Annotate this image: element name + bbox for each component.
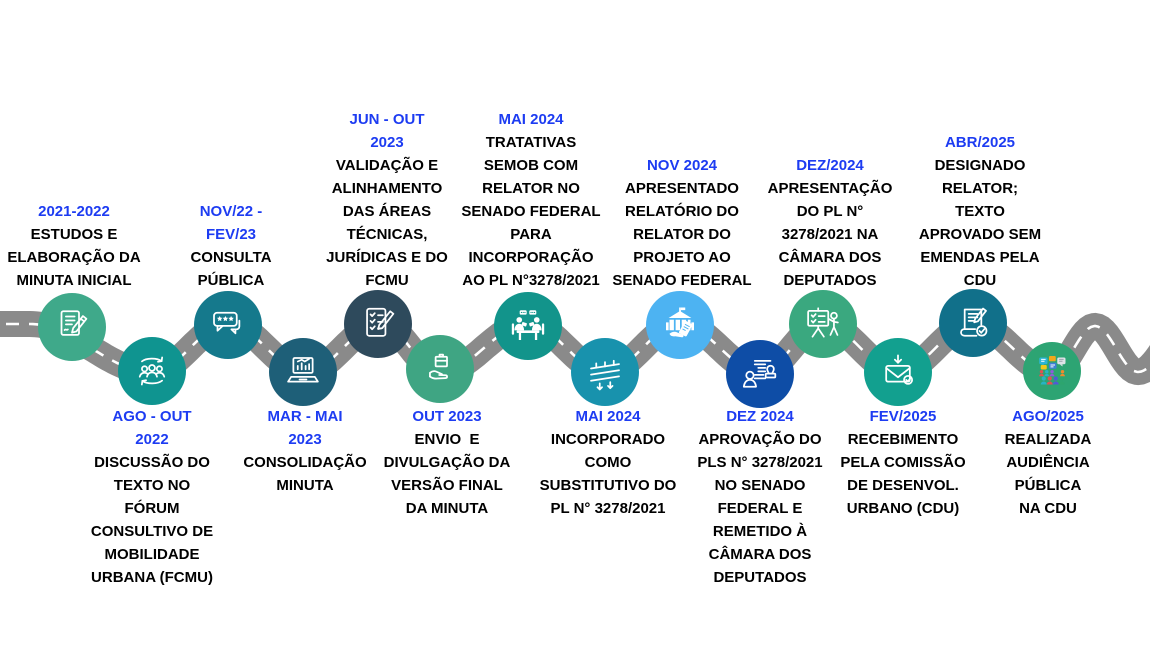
milestone-circle-2 — [118, 337, 186, 405]
milestone-description: ESTUDOS E ELABORAÇÃO DA MINUTA INICIAL — [7, 226, 141, 289]
milestone-date: MAR - MAI 2023 — [267, 408, 343, 448]
scroll-pen-check-icon — [952, 302, 994, 344]
milestone-description: APROVAÇÃO DO PLS N° 3278/2021 NO SENADO … — [697, 431, 823, 586]
milestone-date: AGO - OUT 2022 — [112, 408, 192, 448]
milestone-circle-8 — [571, 338, 639, 406]
milestone-circle-7 — [494, 292, 562, 360]
milestone-date: DEZ 2024 — [726, 408, 794, 425]
milestone-date: MAI 2024 — [575, 408, 641, 425]
milestone-description: CONSOLIDAÇÃO MINUTA — [243, 454, 367, 494]
audience-bubbles-icon — [1034, 353, 1070, 389]
milestone-date: AGO/2025 — [1012, 408, 1084, 425]
milestone-date: DEZ/2024 — [796, 157, 864, 174]
milestone-description: DESIGNADO RELATOR; TEXTO APROVADO SEM EM… — [918, 157, 1042, 289]
highway-icon — [584, 351, 626, 393]
envelope-check-icon — [877, 351, 919, 393]
milestone-description: APRESENTAÇÃO DO PL N° 3278/2021 NA CÂMAR… — [767, 180, 893, 289]
milestone-circle-5 — [344, 290, 412, 358]
milestone-date: NOV 2024 — [646, 157, 718, 174]
checklist-pencil-icon — [357, 303, 399, 345]
milestone-description: DISCUSSÃO DO TEXTO NO FÓRUM CONSULTIVO D… — [90, 454, 214, 586]
milestone-circle-14 — [1023, 342, 1081, 400]
milestone-circle-4 — [269, 338, 337, 406]
document-pencil-icon — [51, 306, 93, 348]
hand-box-icon — [419, 348, 461, 390]
laptop-chart-icon — [282, 351, 324, 393]
milestone-circle-1 — [38, 293, 106, 361]
people-cycle-icon — [131, 350, 173, 392]
milestone-circle-9 — [646, 291, 714, 359]
chat-stars-icon — [207, 304, 249, 346]
person-doc-stamp-icon — [739, 353, 781, 395]
presentation-board-icon — [802, 303, 844, 345]
milestone-circle-3 — [194, 291, 262, 359]
milestone-description: INCORPORADO COMO SUBSTITUTIVO DO PL N° 3… — [539, 431, 677, 517]
milestone-description: APRESENTADO RELATÓRIO DO RELATOR DO PROJ… — [612, 180, 752, 289]
milestone-description: RECEBIMENTO PELA COMISSÃO DE DESENVOL. U… — [840, 431, 966, 517]
milestone-circle-12 — [864, 338, 932, 406]
milestone-description: VALIDAÇÃO E ALINHAMENTO DAS ÁREAS TÉCNIC… — [326, 157, 448, 289]
milestone-description: ENVIO E DIVULGAÇÃO DA VERSÃO FINAL DA MI… — [383, 431, 511, 517]
milestone-date: MAI 2024 — [498, 111, 564, 128]
milestone-date: NOV/22 - FEV/23 — [199, 203, 263, 243]
milestone-circle-6 — [406, 335, 474, 403]
milestone-date: 2021-2022 — [38, 203, 110, 220]
milestone-date: FEV/2025 — [869, 408, 937, 425]
milestone-circle-10 — [726, 340, 794, 408]
milestone-date: JUN - OUT 2023 — [349, 111, 425, 151]
milestone-description: REALIZADA AUDIÊNCIA PÚBLICA NA CDU — [1004, 431, 1092, 517]
meeting-table-icon — [507, 305, 549, 347]
milestone-description: TRATATIVAS SEMOB COM RELATOR NO SENADO F… — [461, 134, 601, 289]
capitol-hand-icon — [659, 304, 701, 346]
milestone-date: OUT 2023 — [412, 408, 482, 425]
milestone-description: CONSULTA PÚBLICA — [190, 249, 272, 289]
milestone-circle-13 — [939, 289, 1007, 357]
milestone-circle-11 — [789, 290, 857, 358]
milestone-date: ABR/2025 — [944, 134, 1016, 151]
